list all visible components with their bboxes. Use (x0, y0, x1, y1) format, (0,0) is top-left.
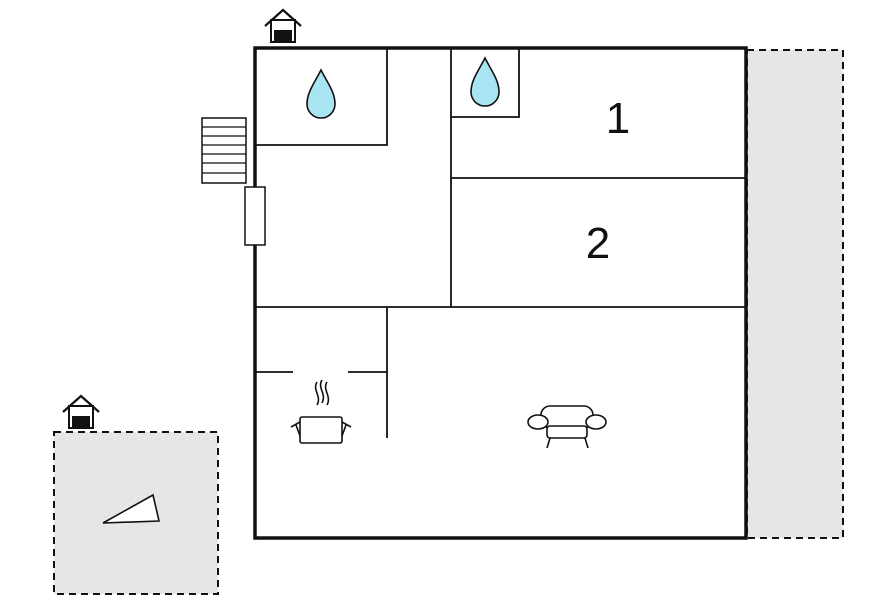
cooking-pot-icon (290, 379, 352, 444)
stairs-icon (201, 117, 247, 184)
water-drop-icon (306, 68, 336, 119)
terrace-area (746, 49, 844, 539)
room-number-1: 1 (606, 94, 630, 143)
terrace-icon (102, 493, 160, 524)
house-outline (253, 46, 748, 540)
entrance-door (244, 186, 266, 246)
water-drop-icon (470, 56, 500, 107)
house-entrance-icon (264, 8, 302, 43)
sofa-icon (527, 405, 607, 449)
house-entrance-icon (62, 394, 100, 429)
interior-walls (255, 48, 746, 438)
room-number-2: 2 (586, 219, 610, 268)
